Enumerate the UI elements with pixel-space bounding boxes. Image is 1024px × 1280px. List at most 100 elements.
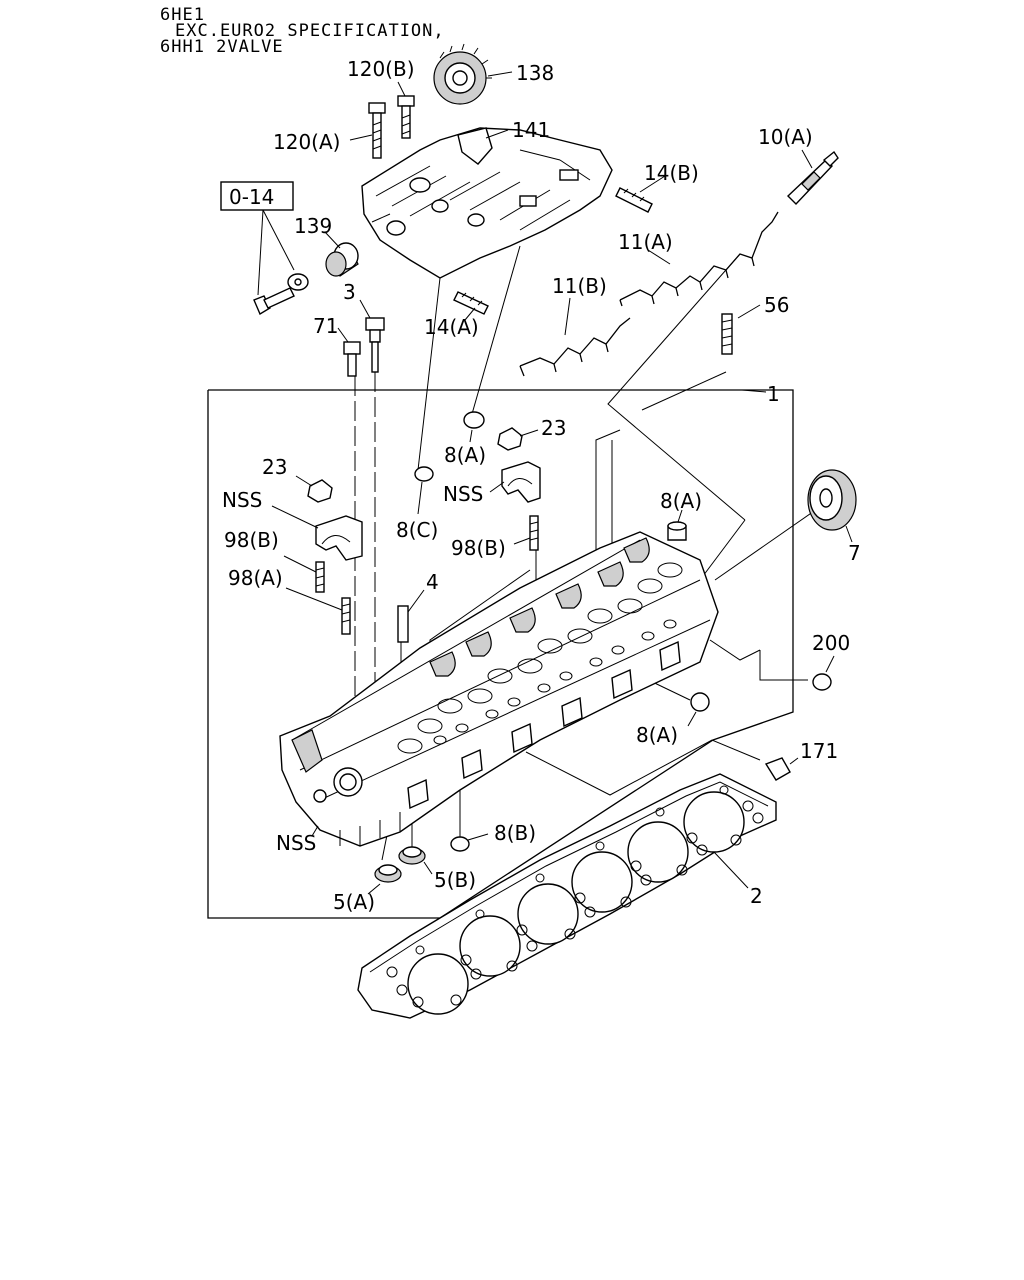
leader-nss-left	[271, 505, 319, 529]
bracket-nss-left	[315, 515, 363, 561]
leader-1	[741, 389, 767, 393]
label-3: 3	[343, 280, 356, 304]
stud-98b-right	[529, 515, 539, 551]
leader-14b	[639, 175, 666, 193]
leader-nss-right	[489, 481, 505, 493]
nut-23-left	[307, 479, 333, 503]
leader-8a-top	[469, 429, 473, 443]
harness-11b	[519, 317, 631, 367]
label-171: 171	[800, 739, 838, 763]
label-5b: 5(B)	[434, 868, 476, 892]
label-nss-left: NSS	[222, 488, 262, 512]
label-4: 4	[426, 570, 439, 594]
specification-note: EXC.EURO2 SPECIFICATION,	[175, 21, 445, 41]
upper-housing	[361, 127, 613, 279]
label-2: 2	[750, 884, 763, 908]
leader-23-right	[519, 429, 539, 437]
seal-8b	[450, 836, 470, 852]
leader-5a	[367, 883, 381, 895]
leader-10a	[801, 149, 813, 169]
label-98b-left: 98(B)	[224, 528, 279, 552]
leader-2	[713, 851, 749, 889]
leader-56	[737, 304, 761, 319]
leader-11a	[647, 249, 671, 265]
label-14a: 14(A)	[424, 315, 479, 339]
label-98b-right: 98(B)	[451, 536, 506, 560]
leader-139	[324, 231, 341, 249]
label-8c: 8(C)	[396, 518, 438, 542]
label-11a: 11(A)	[618, 230, 673, 254]
label-nss-bottom: NSS	[276, 831, 316, 855]
leader-8a-low	[687, 711, 697, 727]
leader-120a	[349, 134, 373, 141]
nut-23-right	[497, 427, 523, 451]
label-120a: 120(A)	[273, 130, 340, 154]
plug-200	[812, 673, 832, 691]
kit-box-0-14	[220, 181, 294, 211]
leader-nss-bottom	[311, 825, 319, 837]
stud-56	[721, 313, 733, 355]
gear-138	[433, 43, 492, 105]
stud-98a-left	[341, 597, 351, 635]
leader-3	[359, 299, 371, 319]
label-8b: 8(B)	[494, 821, 536, 845]
leader-7	[845, 525, 853, 543]
leader-14a	[464, 307, 476, 321]
bolt-120b	[397, 95, 415, 139]
leader-71	[337, 327, 349, 343]
leader-8c	[417, 481, 423, 515]
leader-4	[407, 589, 425, 613]
cap-141	[457, 127, 493, 165]
seal-8a-low	[690, 692, 710, 712]
label-7: 7	[848, 541, 861, 565]
label-nss-right: NSS	[443, 482, 483, 506]
label-138: 138	[516, 61, 554, 85]
seal-5a	[374, 864, 402, 883]
label-5a: 5(A)	[333, 890, 375, 914]
seal-8a-top	[463, 411, 485, 429]
label-23-right: 23	[541, 416, 566, 440]
head-gasket-2	[357, 773, 777, 1019]
leader-98b-right	[513, 537, 531, 545]
label-56: 56	[764, 293, 789, 317]
bolt-3	[365, 317, 385, 373]
bolt-71	[343, 341, 361, 377]
leader-5b	[423, 861, 433, 875]
label-120b: 120(B)	[347, 57, 415, 81]
leader-138	[487, 71, 513, 77]
variant-note: 6HH1 2VALVE	[160, 37, 284, 57]
leader-11b	[564, 297, 571, 336]
harness-11a	[619, 211, 779, 301]
glow-plug-10a	[786, 150, 839, 206]
cylinder-head	[279, 531, 719, 847]
leader-120b	[397, 81, 406, 97]
label-139: 139	[294, 214, 332, 238]
label-23-left: 23	[262, 455, 287, 479]
callout-labels: 120(B) 138 120(A) 141 10(A) 0-14 139 14(…	[222, 57, 861, 914]
label-1: 1	[767, 382, 780, 406]
leader-8a-mid	[677, 509, 683, 523]
leader-171	[789, 757, 799, 765]
fitting-171	[764, 757, 791, 781]
label-141: 141	[512, 118, 550, 142]
bolt-120a	[368, 102, 386, 159]
label-11b: 11(B)	[552, 274, 607, 298]
leader-200	[825, 655, 835, 673]
leader-141	[485, 129, 509, 139]
bushing-139	[325, 242, 359, 277]
cover-7	[807, 469, 857, 531]
label-98a: 98(A)	[228, 566, 283, 590]
leader-0-14-b	[262, 209, 295, 271]
label-8a-low: 8(A)	[636, 723, 678, 747]
label-200: 200	[812, 631, 850, 655]
label-8a-top: 8(A)	[444, 443, 486, 467]
label-0-14: 0-14	[229, 185, 274, 209]
stud-98b-left	[315, 561, 325, 593]
label-10a: 10(A)	[758, 125, 813, 149]
leader-0-14-a	[257, 209, 264, 296]
leader-23-left	[295, 475, 313, 487]
leader-8b	[467, 833, 489, 841]
leader-98b-left	[283, 555, 317, 573]
